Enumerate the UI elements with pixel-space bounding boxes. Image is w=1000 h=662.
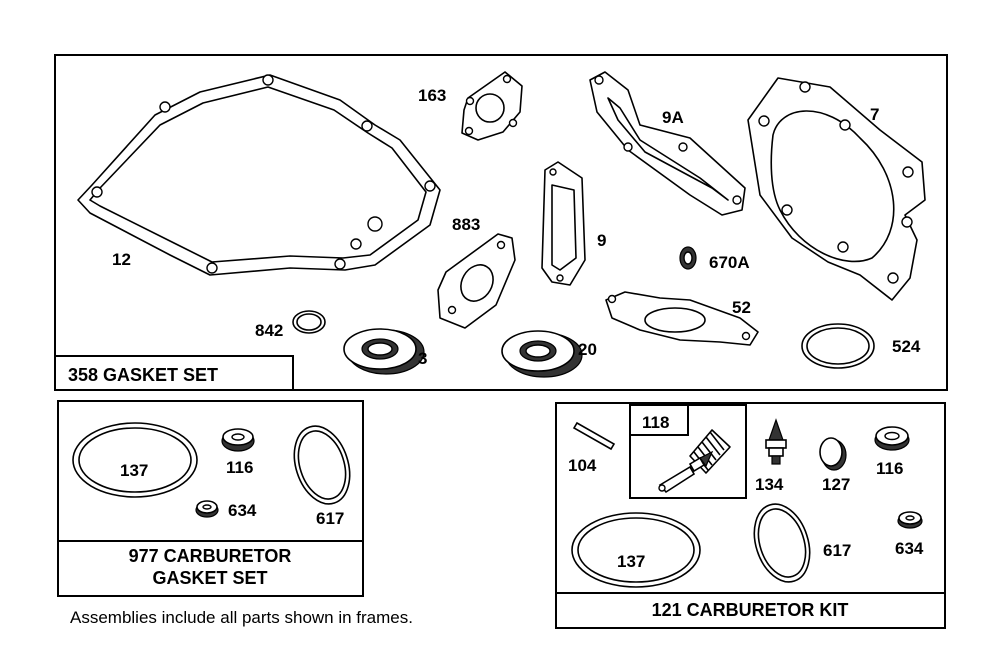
carb-gasket-set-frame: 977 CARBURETOR GASKET SET [57,400,364,597]
part-634-washer-b: 634 [895,511,924,558]
carb-kit-title: 121 CARBURETOR KIT [652,600,849,620]
part-3-oil-seal: 3 [343,328,427,375]
part-label-3: 3 [418,349,427,368]
part-label-9a: 9A [662,108,684,127]
part-label-617-a: 617 [316,509,344,528]
part-label-524: 524 [892,337,921,356]
part-104-pin: 104 [568,421,616,475]
part-163-gasket: 163 [418,71,523,141]
part-label-116-a: 116 [226,458,253,477]
part-label-20: 20 [578,340,597,359]
part-118-needle-spring [658,429,731,494]
carb-kit-frame: 121 CARBURETOR KIT 118 [555,402,946,629]
gasket-set-frame: 358 GASKET SET [54,54,948,391]
part-label-116-b: 116 [876,459,903,478]
part-label-634-b: 634 [895,539,924,558]
assemblies-note: Assemblies include all parts shown in fr… [70,608,413,627]
carb-gasket-set-border [57,400,364,597]
part-137-ring-a: 137 [72,422,198,498]
part-617-ring-a: 617 [293,425,351,528]
gasket-set-title: 358 GASKET SET [68,365,218,385]
carb-kit-border [555,402,946,629]
part-label-163: 163 [418,86,446,105]
subkit-118-title: 118 [642,413,669,432]
part-label-617-b: 617 [823,541,851,560]
part-label-137-b: 137 [617,552,645,571]
carb-gasket-set-title-line2: GASKET SET [152,568,267,588]
part-9a-gasket: 9A [589,71,746,216]
part-label-9: 9 [597,231,606,250]
part-12-crankcase-gasket: 12 [77,74,441,276]
part-label-137-a: 137 [120,461,148,480]
part-116-washer-b: 116 [874,426,910,478]
subkit-118-title-box [629,404,689,436]
part-52-gasket: 52 [605,291,759,346]
part-label-634-a: 634 [228,501,257,520]
part-617-ring-b: 617 [753,503,851,583]
part-label-134: 134 [755,475,784,494]
part-137-ring-b: 137 [571,512,701,588]
part-label-670a: 670A [709,253,750,272]
part-634-washer-a: 634 [195,500,257,520]
part-524-ring: 524 [801,323,921,369]
carb-gasket-set-title-line1: 977 CARBURETOR [129,546,292,566]
part-127-welch-plug: 127 [819,437,850,494]
part-label-842: 842 [255,321,283,340]
part-7-head-gasket: 7 [747,77,926,301]
part-883-gasket: 883 [437,215,516,329]
part-label-12: 12 [112,250,131,269]
part-9-gasket: 9 [541,161,606,286]
part-label-127: 127 [822,475,850,494]
part-label-883: 883 [452,215,480,234]
part-670a-seal: 670A [679,246,750,272]
part-20-oil-seal: 20 [501,330,597,378]
part-842-ring: 842 [255,310,326,340]
part-label-7: 7 [870,105,879,124]
part-134-inlet-needle: 134 [755,418,787,494]
gasket-set-border [54,54,948,391]
gasket-set-title-box [54,355,294,391]
part-label-52: 52 [732,298,751,317]
part-label-104: 104 [568,456,597,475]
part-116-washer-a: 116 [221,428,255,477]
